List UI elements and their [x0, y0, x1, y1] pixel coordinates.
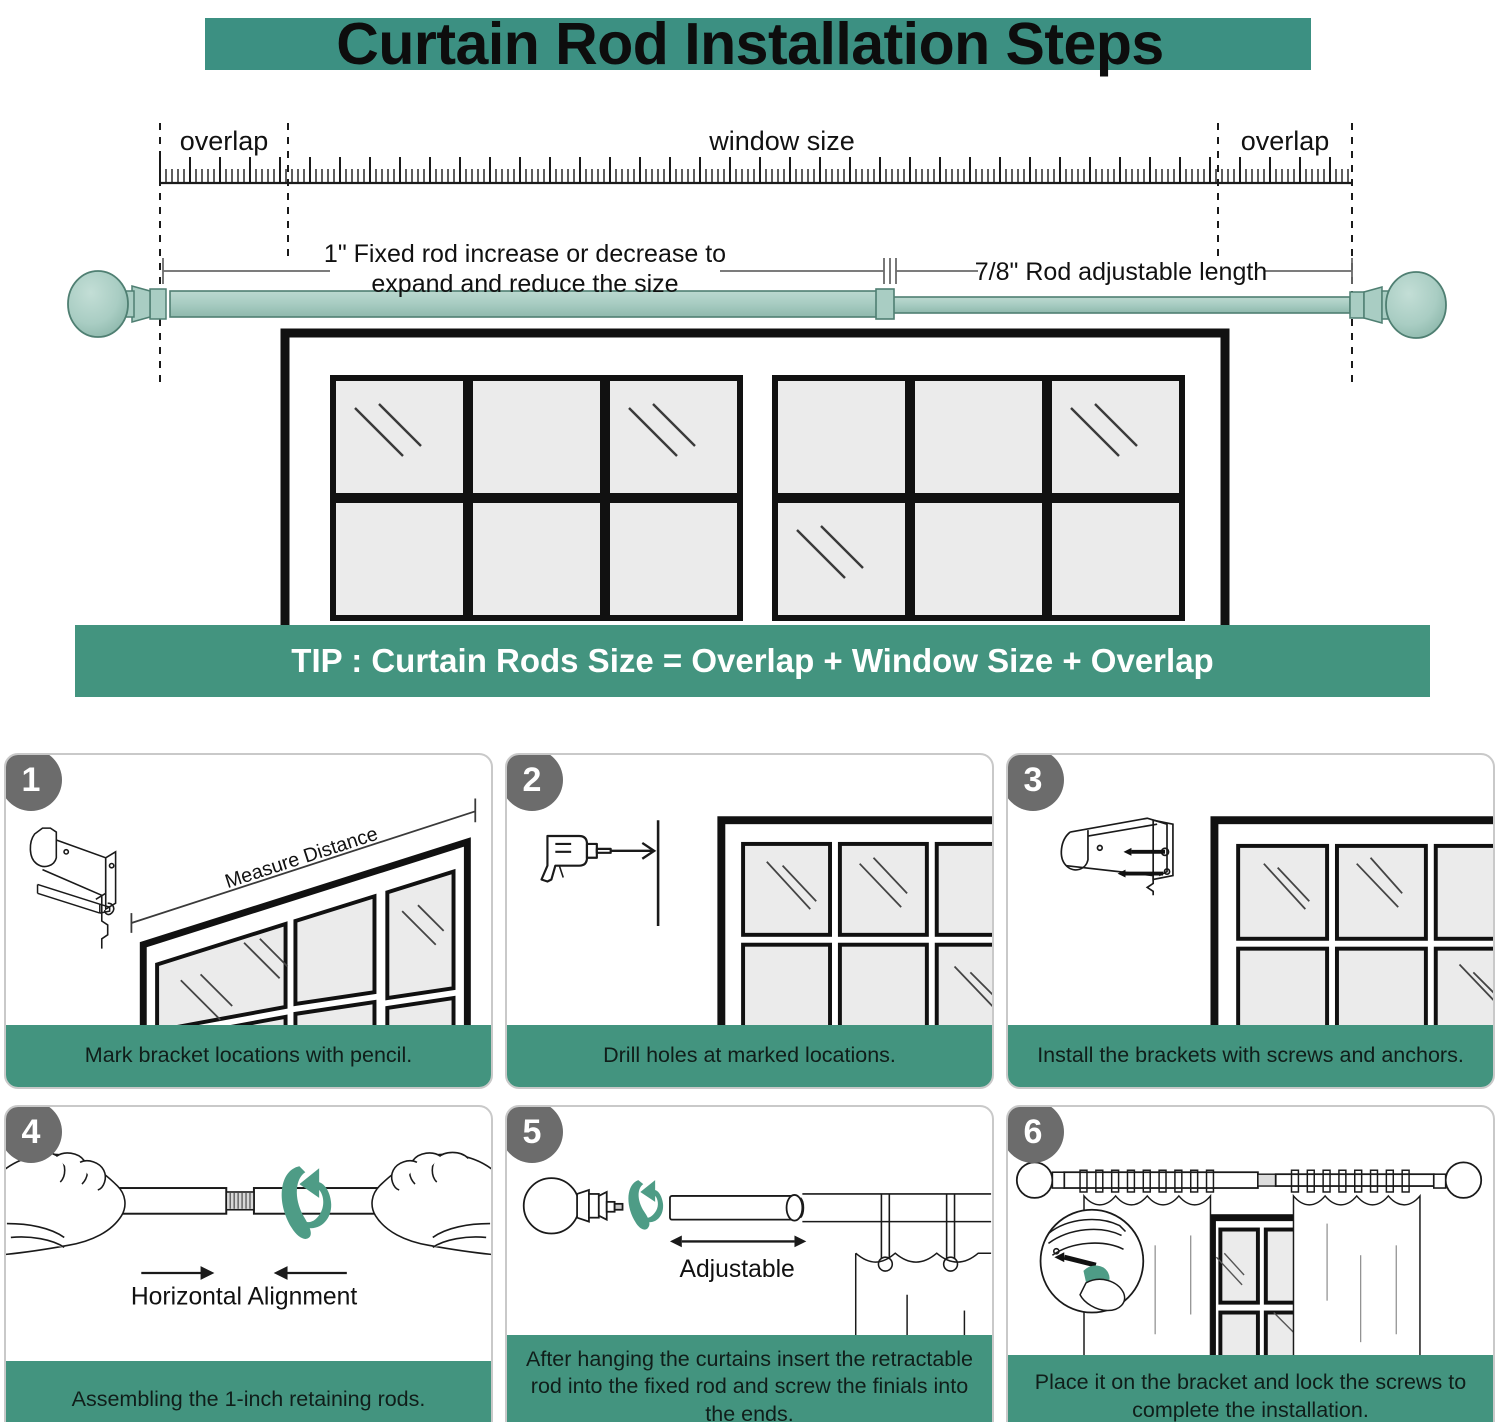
arrow-right-icon [610, 841, 657, 860]
step-number-badge-6: 6 [1008, 1107, 1064, 1163]
rotate-icon [628, 1180, 664, 1230]
steps-grid: Measure Distance [0, 735, 1500, 1422]
window-panes [330, 375, 1185, 621]
step-card-2: 2 Drill holes at marked locations. [505, 753, 994, 1089]
step-card-3: 3 Install the brackets with screws and a… [1006, 753, 1495, 1089]
step-number-badge-2: 2 [507, 755, 563, 811]
dimension-arrow-icon [130, 798, 477, 933]
step-caption-6: Place it on the bracket and lock the scr… [1008, 1355, 1493, 1422]
overlap-left-label: overlap [180, 126, 269, 156]
step-caption-3: Install the brackets with screws and anc… [1008, 1025, 1493, 1087]
curtain-icon [854, 1252, 992, 1341]
finial-right [1349, 271, 1447, 339]
adjustable-label: Adjustable [680, 1256, 795, 1283]
rod-icon [669, 1194, 805, 1222]
window-icon [1210, 816, 1493, 1052]
fixed-rod [169, 290, 889, 318]
dimension-fixed-rod [162, 258, 885, 284]
step-4-illustration: Horizontal Alignment [6, 1107, 491, 1422]
page-header: Curtain Rod Installation Steps [0, 0, 1500, 88]
tip-text: TIP : Curtain Rods Size = Overlap + Wind… [291, 642, 1214, 679]
screw-icon [1117, 847, 1166, 878]
window-illustration [280, 328, 1230, 658]
adjustable-rod-label: 7/8" Rod adjustable length [975, 258, 1267, 286]
title-band [205, 18, 1311, 70]
window-perspective-icon [139, 837, 471, 1055]
step-number-badge-5: 5 [507, 1107, 563, 1163]
curtain-rod-assembled-icon [1015, 1161, 1483, 1199]
arrow-left-icon [273, 1266, 347, 1280]
adjustable-rod [883, 296, 1351, 314]
step-number-badge-1: 1 [6, 755, 62, 811]
step-number-badge-3: 3 [1008, 755, 1064, 811]
window-icon [717, 816, 992, 1052]
overlap-right-label: overlap [1241, 126, 1330, 156]
rotate-icon [281, 1166, 332, 1239]
ruler-ticks [159, 157, 1349, 183]
page-title: Curtain Rod Installation Steps [336, 11, 1164, 77]
fixed-rod-label-1: 1" Fixed rod increase or decrease to [324, 240, 726, 268]
window-size-label: window size [708, 126, 855, 156]
finial-icon [522, 1177, 624, 1235]
hand-icon [371, 1151, 491, 1256]
dimension-adjustable-rod [889, 258, 1353, 284]
pencil-icon [36, 883, 111, 914]
hand-icon [6, 1151, 126, 1256]
bracket-icon [1060, 817, 1174, 896]
arrow-right-icon [141, 1266, 215, 1280]
step-number-badge-4: 4 [6, 1107, 62, 1163]
step-1-illustration: Measure Distance [6, 755, 491, 1087]
step-card-1: Measure Distance [4, 753, 493, 1089]
step-caption-2: Drill holes at marked locations. [507, 1025, 992, 1087]
measurement-diagram: overlap window size overlap [0, 88, 1500, 708]
bracket-icon [29, 827, 117, 949]
drill-icon [540, 834, 612, 883]
rod-icon [802, 1193, 992, 1223]
finial-left [67, 270, 167, 338]
rod-joint [875, 288, 895, 320]
step-card-5: Adjustable [505, 1105, 994, 1422]
horizontal-alignment-label: Horizontal Alignment [131, 1284, 358, 1311]
magnifier-icon [1039, 1208, 1145, 1314]
tip-banner: TIP : Curtain Rods Size = Overlap + Wind… [75, 625, 1430, 697]
step-5-illustration: Adjustable [507, 1107, 992, 1422]
step-card-4: Horizontal Alignment 4 Assembling the 1-… [4, 1105, 493, 1422]
step-caption-5: After hanging the curtains insert the re… [507, 1335, 992, 1422]
step-card-6: 6 Place it on the bracket and lock the s… [1006, 1105, 1495, 1422]
step-caption-1: Mark bracket locations with pencil. [6, 1025, 491, 1087]
step-caption-4: Assembling the 1-inch retaining rods. [6, 1361, 491, 1422]
step-6-illustration [1008, 1107, 1493, 1422]
double-arrow-icon [669, 1235, 807, 1248]
fixed-rod-label-2: expand and reduce the size [371, 270, 678, 298]
curtain-ring-icon [877, 1193, 959, 1272]
